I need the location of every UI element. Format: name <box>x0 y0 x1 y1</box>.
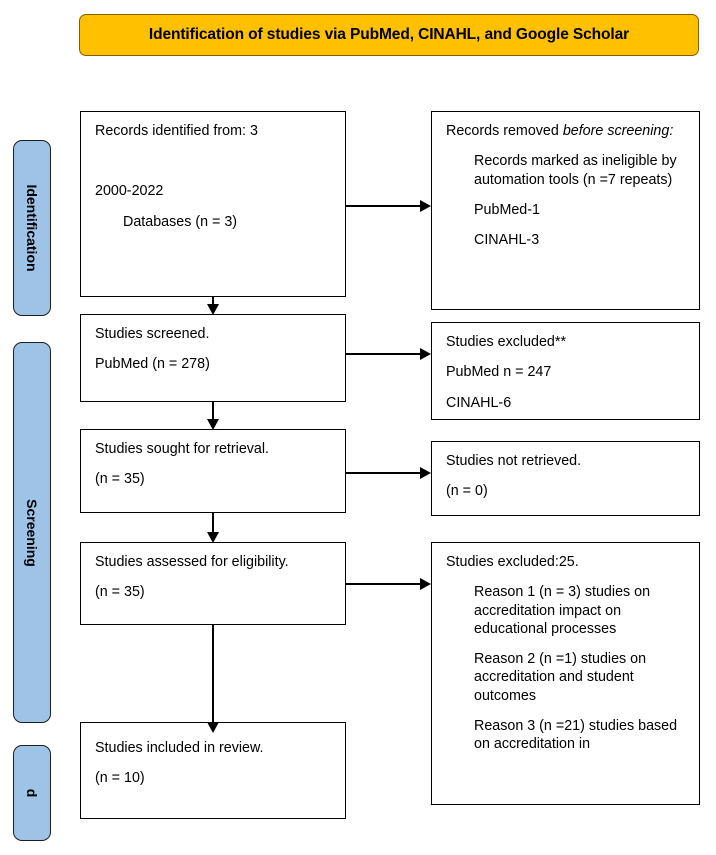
studies-included-line1: Studies included in review. <box>95 740 264 756</box>
phase-bar-screening: Screening <box>13 342 51 723</box>
studies-not-retrieved-count: (n = 0) <box>446 483 488 500</box>
connector-sought-to-assessed <box>212 513 214 533</box>
connector-sought-to-not-retrieved <box>346 472 421 474</box>
records-identified-databases: Databases (n = 3) <box>123 213 238 230</box>
arrowhead-screened-to-excluded <box>420 347 431 360</box>
connector-identified-to-screened <box>212 297 214 305</box>
records-removed-heading-colon: : <box>669 123 674 139</box>
box-studies-screened: Studies screened. PubMed (n = 278) <box>80 314 346 402</box>
records-removed-automation: Records marked as ineligible by automati… <box>474 153 677 188</box>
diagram-header-banner: Identification of studies via PubMed, CI… <box>79 14 699 56</box>
records-removed-heading-plain: Records removed <box>446 123 563 139</box>
records-removed-pubmed: PubMed-1 <box>474 201 540 218</box>
page-title: Identification of studies via PubMed, CI… <box>148 26 630 43</box>
connector-assessed-to-included <box>212 625 214 723</box>
studies-screened-line1: Studies screened. <box>95 326 210 342</box>
phase-bar-included: d <box>13 745 51 841</box>
phase-label-identification: Identification <box>24 184 40 272</box>
studies-excluded-screening-cinahl: CINAHL-6 <box>446 394 512 411</box>
arrowhead-sought-to-assessed <box>206 532 219 543</box>
records-identified-line1: Records identified from: 3 <box>95 123 258 139</box>
arrowhead-identified-to-screened <box>206 304 219 315</box>
phase-label-included: d <box>24 788 40 798</box>
studies-included-count: (n = 10) <box>95 770 145 787</box>
connector-identified-to-removed <box>346 205 421 207</box>
studies-excluded-reason-1: Reason 1 (n = 3) studies on accreditatio… <box>474 584 651 637</box>
studies-not-retrieved-line1: Studies not retrieved. <box>446 453 582 469</box>
studies-sought-line1: Studies sought for retrieval. <box>95 441 270 457</box>
arrowhead-screened-to-sought <box>206 419 219 430</box>
box-studies-excluded-eligibility: Studies excluded:25. Reason 1 (n = 3) st… <box>431 542 700 805</box>
records-removed-cinahl: CINAHL-3 <box>474 232 540 249</box>
arrowhead-assessed-to-included <box>206 722 219 733</box>
records-removed-heading: Records removed before screening: <box>446 122 687 140</box>
arrowhead-identified-to-removed <box>420 199 431 212</box>
studies-excluded-screening-pubmed: PubMed n = 247 <box>446 364 552 381</box>
box-studies-excluded-screening: Studies excluded** PubMed n = 247 CINAHL… <box>431 322 700 420</box>
box-records-identified: Records identified from: 3 2000-2022 Dat… <box>80 111 346 297</box>
box-studies-not-retrieved: Studies not retrieved. (n = 0) <box>431 441 700 516</box>
box-records-removed-before-screening: Records removed before screening: Record… <box>431 111 700 310</box>
box-studies-assessed-for-eligibility: Studies assessed for eligibility. (n = 3… <box>80 542 346 625</box>
connector-screened-to-sought <box>212 402 214 420</box>
arrowhead-assessed-to-excluded-eligibility <box>420 577 431 590</box>
phase-label-screening: Screening <box>24 498 40 567</box>
records-identified-year-range: 2000-2022 <box>95 183 164 200</box>
arrowhead-sought-to-not-retrieved <box>420 466 431 479</box>
studies-excluded-screening-heading: Studies excluded** <box>446 334 567 350</box>
studies-excluded-eligibility-heading: Studies excluded:25. <box>446 554 579 570</box>
studies-sought-count: (n = 35) <box>95 471 145 488</box>
records-removed-heading-italic: before screening <box>562 123 670 139</box>
box-studies-included-in-review: Studies included in review. (n = 10) <box>80 722 346 819</box>
connector-screened-to-excluded <box>346 353 421 355</box>
phase-bar-identification: Identification <box>13 140 51 316</box>
box-studies-sought-for-retrieval: Studies sought for retrieval. (n = 35) <box>80 429 346 513</box>
studies-excluded-reason-2: Reason 2 (n =1) studies on accreditation… <box>474 651 647 704</box>
studies-assessed-line1: Studies assessed for eligibility. <box>95 554 289 570</box>
studies-screened-pubmed: PubMed (n = 278) <box>95 356 210 373</box>
connector-assessed-to-excluded-eligibility <box>346 583 421 585</box>
studies-assessed-count: (n = 35) <box>95 584 145 601</box>
studies-excluded-reason-3: Reason 3 (n =21) studies based on accred… <box>474 718 678 753</box>
